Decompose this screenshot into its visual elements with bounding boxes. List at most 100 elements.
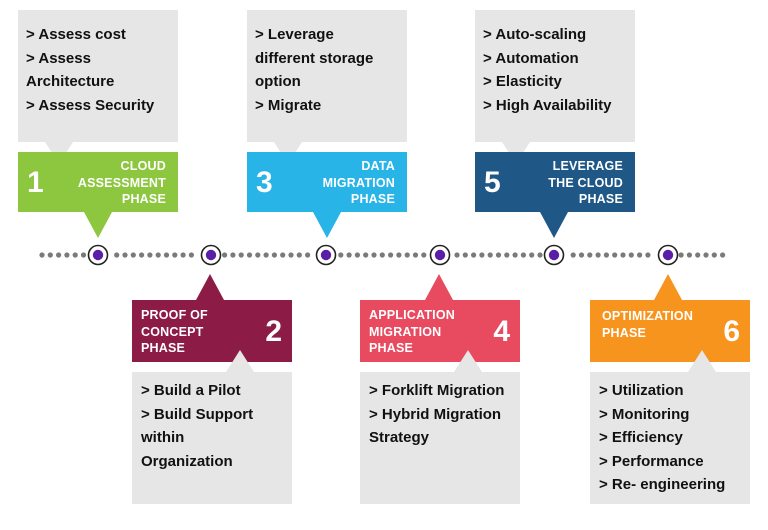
timeline-dot [570, 252, 576, 258]
timeline-marker-4 [429, 244, 451, 266]
timeline-dot [130, 252, 136, 258]
timeline-dot [147, 252, 153, 258]
timeline-dot [720, 252, 726, 258]
phase-1-pointer [84, 212, 112, 238]
timeline-dot [504, 252, 510, 258]
timeline-dot [695, 252, 701, 258]
timeline-dot [255, 252, 261, 258]
phase-4-pointer [425, 274, 453, 300]
timeline-dot [39, 252, 45, 258]
note-line: > Assess Security [26, 96, 155, 114]
timeline-dot [421, 252, 427, 258]
timeline-dot [520, 252, 527, 258]
phase-3-label: DATA MIGRATION PHASE [322, 159, 395, 206]
timeline-dot [122, 252, 128, 258]
phase-4-number: 4 [493, 315, 510, 348]
phase-4-box: APPLICATION MIGRATION PHASE 4 [360, 300, 520, 362]
note-line: Architecture [26, 73, 115, 90]
phase-1-number: 1 [27, 166, 44, 199]
note-line: > Utilization [599, 382, 684, 399]
timeline-dot [288, 252, 294, 258]
note-line: option [255, 73, 301, 90]
note-line: > Automation [483, 49, 579, 67]
timeline-dot [462, 252, 468, 258]
timeline-dot [230, 252, 236, 258]
timeline-dot [222, 252, 228, 258]
timeline-dot [537, 252, 543, 258]
timeline-dot [72, 252, 78, 258]
timeline-dot [603, 252, 610, 258]
timeline-dot [396, 252, 402, 258]
timeline-dot [139, 252, 145, 258]
timeline-dot [263, 252, 269, 258]
timeline-dot [412, 252, 419, 258]
timeline-dot [180, 252, 186, 258]
note-line: > Efficiency [599, 429, 683, 446]
note-line: > Auto-scaling [483, 26, 587, 43]
timeline-dot [645, 252, 651, 258]
timeline-dot [479, 252, 485, 258]
timeline-dot [388, 252, 394, 258]
timeline-dot [379, 252, 385, 258]
phase-5-label: LEVERAGE THE CLOUD PHASE [548, 159, 623, 206]
phase-6-pointer [654, 274, 682, 300]
phase-2-label: PROOF OF CONCEPT PHASE [141, 308, 208, 355]
timeline-dot [637, 252, 643, 258]
note-line: > Forklift Migration [369, 382, 505, 399]
phase-4-notes: > Forklift Migration > Hybrid Migration … [360, 372, 520, 504]
timeline-dot [305, 252, 311, 258]
phase-2-box: PROOF OF CONCEPT PHASE 2 [132, 300, 292, 362]
timeline-dot [487, 252, 493, 258]
timeline-dot [47, 252, 53, 258]
note-line: > Leverage [255, 26, 334, 43]
timeline-dot [363, 252, 369, 258]
timeline-dot [404, 252, 410, 258]
timeline-dot [612, 252, 618, 258]
note-line: > Build Support [141, 405, 254, 423]
timeline-dot [495, 252, 502, 258]
timeline-dot [529, 252, 535, 258]
timeline-dot [238, 252, 244, 258]
phase-3-notes: > Leverage different storage option > Mi… [247, 10, 407, 142]
timeline-dot [578, 252, 585, 258]
timeline-dot [188, 252, 194, 258]
phase-6-box: OPTIMIZATION PHASE 6 [590, 300, 750, 362]
note-line: > Assess [26, 49, 91, 67]
timeline-dot [371, 252, 377, 258]
phase-6-number: 6 [723, 315, 740, 348]
phase-3-pointer [313, 212, 341, 238]
phase-5-pointer [540, 212, 568, 238]
timeline-dot [163, 252, 170, 258]
timeline-dot [354, 252, 360, 258]
note-line: different storage [255, 49, 374, 67]
timeline-dot [296, 252, 302, 258]
phase-2-note-pointer [226, 350, 254, 372]
note-line: > Elasticity [483, 73, 562, 90]
note-line: > Assess cost [26, 26, 126, 43]
timeline-marker-6 [657, 244, 679, 266]
phase-1-notes: > Assess cost > Assess Architecture > As… [18, 10, 178, 142]
note-line: > Re- engineering [599, 476, 726, 493]
timeline-dot [711, 252, 717, 258]
note-line: > High Availability [483, 96, 612, 114]
phase-5-box: 5 LEVERAGE THE CLOUD PHASE [475, 152, 635, 212]
timeline-dot [64, 252, 70, 258]
phase-2-pointer [196, 274, 224, 300]
timeline-dot [620, 252, 626, 258]
timeline-marker-1 [87, 244, 109, 266]
phase-3-number: 3 [256, 166, 273, 199]
timeline-dot [246, 252, 253, 258]
phase-6-notes: > Utilization > Monitoring > Efficiency … [590, 372, 750, 504]
timeline-dot [628, 252, 634, 258]
phase-5-notes: > Auto-scaling > Automation > Elasticity… [475, 10, 635, 142]
timeline-dot [280, 252, 286, 258]
timeline-dot [471, 252, 477, 258]
timeline-dot [155, 252, 161, 258]
phase-6-note-pointer [688, 350, 716, 372]
phase-3-box: 3 DATA MIGRATION PHASE [247, 152, 407, 212]
timeline-dot [678, 252, 684, 258]
note-line: > Hybrid Migration [369, 405, 502, 423]
note-line: > Migrate [255, 96, 322, 114]
timeline-dot [338, 252, 344, 258]
